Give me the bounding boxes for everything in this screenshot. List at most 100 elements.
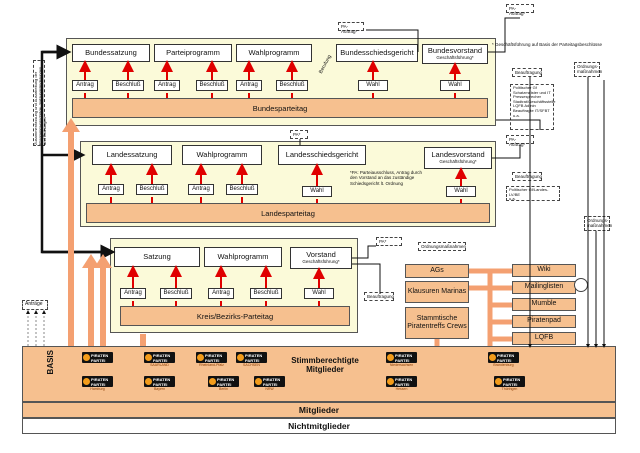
pirate-sail-icon [387, 354, 394, 361]
mitglieder-bar: Mitglieder [22, 402, 616, 418]
pa-kreis: PA* [376, 237, 402, 246]
klausuren-box: Klausuren Marinas [405, 281, 469, 303]
wiki-box: Wiki [512, 264, 576, 277]
pirate-sail-icon [387, 378, 394, 385]
vorstand-sub: Geschäftsführung* [302, 259, 340, 265]
pirate-sail-icon [145, 354, 152, 361]
pirate-sail-icon [197, 354, 204, 361]
bund-wahlprogramm-box: Wahlprogramm [236, 44, 312, 62]
kreis-red-arrows [127, 265, 325, 306]
land-functions-box: Politischer Gf/Landes-LV/BE u.a. [506, 186, 560, 201]
landesvorstand-sub: Geschäftsführung* [439, 159, 477, 165]
bund-antrag-1: Antrag [72, 80, 98, 91]
ordnungsmassnahmen-bund: Ordnungs-maßnahmen [574, 62, 602, 77]
kreis-wahl: Wahl [304, 288, 334, 299]
nichtmitglieder-bar: Nichtmitglieder [22, 418, 616, 434]
pirate-sail-icon [255, 378, 262, 385]
land-wahlprogramm-box: Wahlprogramm [182, 145, 262, 165]
pirate-sail-icon [495, 378, 502, 385]
landesvorstand-label: Landesvorstand [431, 150, 485, 160]
bundesparteitag-bar: Bundesparteitag [72, 98, 488, 118]
vorstand-label: Vorstand [306, 250, 336, 260]
land-antrag-1: Antrag [98, 184, 124, 195]
bund-function-item: Politischer Gf [513, 85, 537, 90]
bund-wahl-1: Wahl [358, 80, 388, 91]
bund-antrag-2: Antrag [154, 80, 180, 91]
land-beschluss-2: Beschluß [226, 184, 258, 195]
bund-function-item: Stadtrat/Geschäftsstelle [513, 98, 556, 104]
pirate-sail-icon [83, 354, 90, 361]
bundessatzung-box: Bundessatzung [72, 44, 150, 62]
bund-function-item: Pressesprecher [513, 94, 542, 100]
bund-wahl-2: Wahl [440, 80, 470, 91]
kreis-wahlprogramm-box: Wahlprogramm [204, 247, 282, 267]
pirate-sail-icon [83, 378, 90, 385]
beauftragung-bund: Beauftragung [512, 68, 542, 77]
pirate-sail-icon [209, 378, 216, 385]
land-red-arrows [105, 163, 467, 203]
beauftragung-land: Beauftragung [512, 172, 542, 181]
bund-beschluss-1: Beschluß [112, 80, 144, 91]
logo-1: PIRATEN PARTEI [82, 352, 113, 363]
parteiprogramm-box: Parteiprogramm [154, 44, 232, 62]
beauftragung-kreis: Beauftragung [364, 292, 394, 301]
pa-auftrag-bund: PA-Auftrag* [338, 22, 364, 34]
land-wahl-1: Wahl [302, 186, 332, 197]
antraege-label: Anträge [22, 300, 48, 310]
kreis-beschluss-2: Beschluß [250, 288, 282, 299]
land-beschluss-1: Beschluß [136, 184, 168, 195]
kreis-antrag-2: Antrag [208, 288, 234, 299]
stammtische-box: Stammtische Piratentreffs Crews [405, 307, 469, 339]
pirate-sail-icon [489, 354, 496, 361]
land-function-item: u.a. [509, 196, 516, 202]
mumble-box: Mumble [512, 298, 576, 311]
bund-function-item: LQFB Admin [513, 103, 536, 109]
pa-bund: PA* [290, 130, 308, 139]
stimmberechtigte-label: Stimmberechtigte Mitglieder [291, 356, 359, 374]
bund-function-item: u.a. [513, 112, 520, 118]
right-side-lines [299, 17, 606, 348]
bundesvorstand-label: Bundesvorstand [427, 46, 483, 56]
lqfb-box: LQFB [512, 332, 576, 345]
kreis-beschluss-1: Beschluß [160, 288, 192, 299]
pa-auftrag-bund-2: PA-Auftrag* [506, 4, 534, 16]
landessatzung-box: Landessatzung [92, 145, 172, 165]
pirate-sail-icon [237, 354, 244, 361]
bund-function-item: Schatzmeister und IT [513, 89, 551, 95]
land-function-item: Politischer Gf/Landes-LV/BE [509, 187, 549, 197]
bund-antrag-3: Antrag [236, 80, 262, 91]
bund-red-arrows [79, 60, 461, 98]
gf-note: * Geschäftsführung auf Basis der Parteit… [492, 42, 603, 47]
ordnungsmassnahmen-kreis: Ordnungsmaßnahmen [418, 242, 466, 251]
pa-land: PA-Auftrag* [506, 135, 534, 147]
bund-beschluss-3: Beschluß [276, 80, 308, 91]
kreis-antrag-1: Antrag [120, 288, 146, 299]
pirate-sail-icon [145, 378, 152, 385]
pa-note: *PA: Parteiausschluss, Antrag durch den … [350, 170, 422, 186]
vorstand-box: Vorstand Geschäftsführung* [290, 247, 352, 269]
ags-box: AGs [405, 264, 469, 278]
bund-beschluss-2: Beschluß [196, 80, 228, 91]
antraege-dashed [26, 310, 46, 346]
bundesvorstand-sub: Geschäftsführung* [436, 55, 474, 61]
orange-up-arrows [62, 118, 146, 346]
land-antrag-2: Antrag [188, 184, 214, 195]
bund-functions-box: Politischer Gf Schatzmeister und IT Pres… [510, 84, 556, 130]
kreisparteitag-bar: Kreis/Bezirks-Parteitag [120, 306, 350, 326]
land-wahl-2: Wahl [446, 186, 476, 197]
piratenpad-box: Piratenpad [512, 315, 576, 328]
bund-function-item: Beauftragte IT/SFBT [513, 107, 550, 113]
orange-tool-connectors [434, 268, 512, 346]
